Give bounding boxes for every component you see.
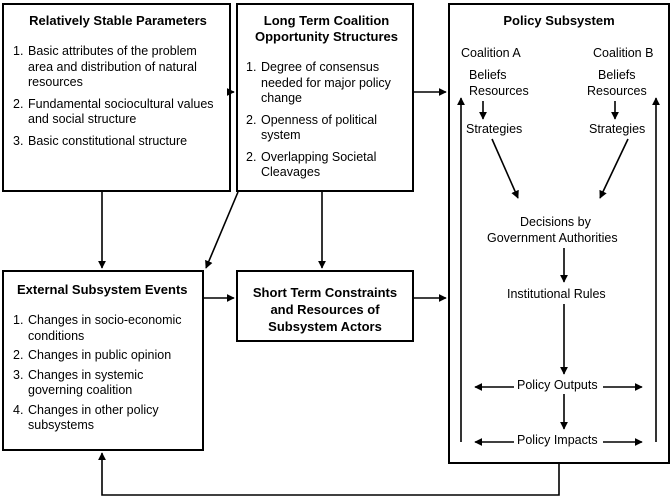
list-item: 1. Basic attributes of the problem area …	[13, 44, 223, 91]
coalition-a-label: Coalition A	[461, 46, 521, 60]
external-events-title: External Subsystem Events	[17, 282, 188, 297]
arrow-feedback-to-external	[98, 452, 560, 496]
item-text: Fundamental sociocultural values and soc…	[28, 96, 214, 127]
list-item: 3. Changes in systemic governing coaliti…	[13, 368, 196, 399]
relatively-stable-parameters-box: Relatively Stable Parameters 1. Basic at…	[2, 3, 231, 192]
list-item: 1. Changes in socio-economic conditions	[13, 313, 196, 344]
stable-parameters-list: 1. Basic attributes of the problem area …	[13, 44, 223, 149]
coalition-b-resources: Resources	[587, 84, 647, 98]
item-text: Changes in public opinion	[28, 348, 172, 362]
coalition-b-label: Coalition B	[593, 46, 654, 60]
long-term-title: Long Term Coalition Opportunity Structur…	[254, 13, 398, 44]
item-text: Degree of consensus needed for major pol…	[261, 60, 391, 105]
item-number: 2.	[13, 348, 24, 362]
coalition-a-resources: Resources	[469, 84, 529, 98]
list-item: 2. Changes in public opinion	[13, 348, 196, 364]
item-text: Changes in other policy subsystems	[28, 402, 159, 433]
policy-impacts-label: Policy Impacts	[517, 433, 598, 447]
stable-parameters-title: Relatively Stable Parameters	[29, 13, 207, 28]
list-item: 3. Basic constitutional structure	[13, 134, 223, 150]
item-number: 2.	[246, 112, 257, 127]
coalition-a-beliefs: Beliefs	[469, 68, 507, 82]
coalition-b-strategies: Strategies	[589, 122, 646, 136]
long-term-list: 1. Degree of consensus needed for major …	[246, 60, 407, 181]
item-number: 2.	[246, 149, 257, 164]
item-text: Changes in socio-economic conditions	[28, 313, 182, 343]
short-term-constraints-box: Short Term Constraints and Resources of …	[236, 270, 414, 342]
arrow-a-strategies-to-decisions	[491, 138, 519, 199]
item-text: Openness of political system	[261, 112, 378, 143]
item-number: 3.	[13, 367, 24, 382]
item-text: Overlapping Societal Cleavages	[261, 149, 377, 180]
item-text: Basic constitutional structure	[28, 133, 188, 148]
list-item: 1. Degree of consensus needed for major …	[246, 60, 407, 107]
item-number: 1.	[13, 313, 24, 327]
external-subsystem-events-box: External Subsystem Events 1. Changes in …	[2, 270, 204, 451]
item-number: 1.	[246, 60, 257, 74]
item-text: Changes in systemic governing coalition	[28, 367, 144, 398]
decisions-label-line1: Decisions by	[520, 215, 591, 229]
list-item: 4. Changes in other policy subsystems	[13, 403, 196, 434]
short-term-title: Short Term Constraints and Resources of …	[252, 285, 398, 334]
item-number: 3.	[13, 133, 24, 148]
policy-outputs-label: Policy Outputs	[517, 378, 598, 392]
list-item: 2. Fundamental sociocultural values and …	[13, 97, 223, 128]
institutional-rules-label: Institutional Rules	[507, 287, 606, 301]
list-item: 2. Openness of political system	[246, 113, 407, 144]
item-number: 1.	[13, 44, 24, 58]
item-text: Basic attributes of the problem area and…	[28, 44, 197, 89]
decisions-label-line2: Government Authorities	[487, 231, 618, 245]
arrow-longterm-to-external	[205, 191, 239, 269]
external-events-list: 1. Changes in socio-economic conditions …	[13, 313, 196, 434]
policy-subsystem-title: Policy Subsystem	[503, 13, 615, 28]
list-item: 2. Overlapping Societal Cleavages	[246, 150, 407, 181]
item-number: 2.	[13, 96, 24, 111]
long-term-coalition-box: Long Term Coalition Opportunity Structur…	[236, 3, 414, 192]
coalition-a-strategies: Strategies	[466, 122, 523, 136]
item-number: 4.	[13, 402, 24, 417]
coalition-b-beliefs: Beliefs	[598, 68, 636, 82]
arrow-b-strategies-to-decisions	[599, 138, 629, 199]
